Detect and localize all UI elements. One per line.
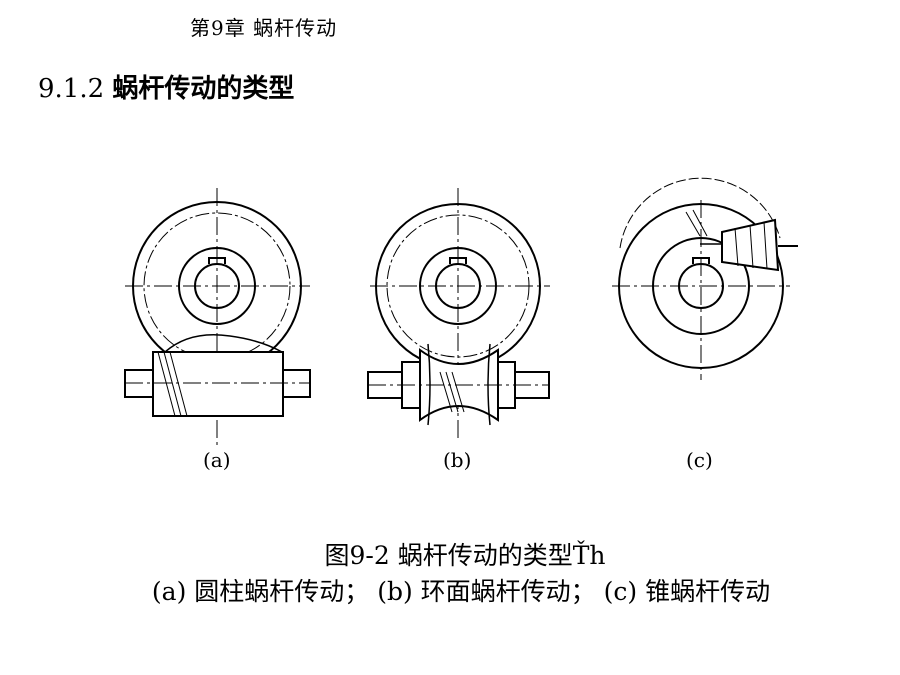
- section-title: 蜗杆传动的类型: [112, 74, 295, 104]
- figure-caption-subtitles: (a) 圆柱蜗杆传动； (b) 环面蜗杆传动； (c) 锥蜗杆传动: [151, 577, 771, 606]
- section-heading: 9.1.2 蜗杆传动的类型: [38, 68, 294, 105]
- figure-label-a: (a): [203, 448, 231, 472]
- figure-label-b: (b): [443, 448, 472, 472]
- figure-caption-title: 图9-2 蜗杆传动的类型Ťh: [324, 541, 606, 570]
- diagram-c-cone-worm: [612, 177, 798, 380]
- figure-label-c: (c): [686, 448, 713, 472]
- diagram-b-globoid-worm: [367, 188, 550, 440]
- section-number: 9.1.2: [38, 74, 105, 104]
- diagram-a-cylindrical-worm: [124, 188, 311, 445]
- chapter-header: 第9章 蜗杆传动: [190, 16, 338, 40]
